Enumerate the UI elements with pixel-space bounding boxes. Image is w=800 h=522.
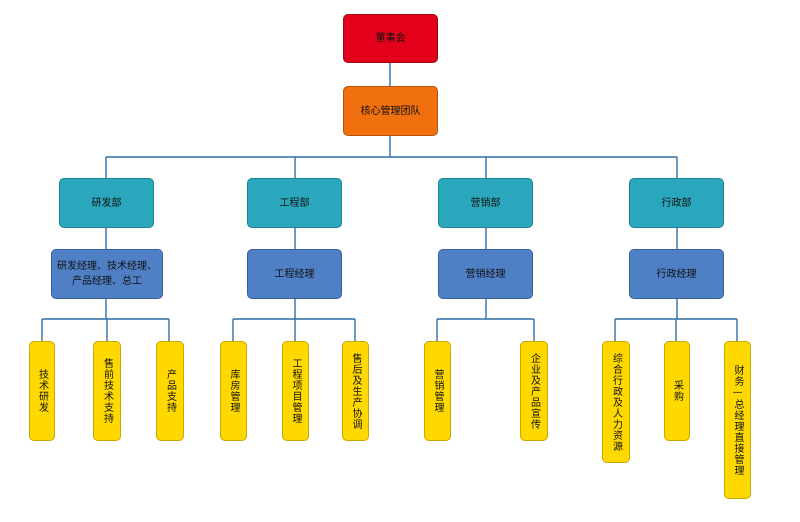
manager-admin-box: 行政经理 <box>629 249 724 299</box>
manager-rnd-label: 研发经理、技术经理、 产品经理、总工 <box>57 261 157 287</box>
unit-product-support-box: 产品支持 <box>156 341 184 441</box>
unit-marketing-mgmt-label: 营销管理 <box>432 369 443 413</box>
unit-general-admin-hr-label: 综合行政及人力资源 <box>610 352 622 452</box>
board-box: 董事会 <box>343 14 438 63</box>
unit-promotion-label: 企业及产品宣传 <box>528 352 540 430</box>
dept-admin-box: 行政部 <box>629 178 724 228</box>
unit-tech-rnd-box: 技术研发 <box>29 341 55 441</box>
unit-aftersales-label: 售后及生产协调 <box>350 352 361 430</box>
unit-finance-box: 财务—总经理直接管理 <box>724 341 751 499</box>
unit-marketing-mgmt-box: 营销管理 <box>424 341 451 441</box>
unit-warehouse-box: 库房管理 <box>220 341 247 441</box>
unit-product-support-label: 产品支持 <box>164 369 176 413</box>
unit-aftersales-box: 售后及生产协调 <box>342 341 369 441</box>
unit-project-mgmt-box: 工程项目管理 <box>282 341 309 441</box>
manager-admin-label: 行政经理 <box>656 268 697 280</box>
unit-finance-label: 财务—总经理直接管理 <box>732 364 743 476</box>
dept-marketing-label: 营销部 <box>470 197 501 209</box>
dept-engineering-label: 工程部 <box>279 197 310 209</box>
unit-procurement-box: 采购 <box>664 341 690 441</box>
dept-marketing-box: 营销部 <box>438 178 533 228</box>
manager-engineering-box: 工程经理 <box>247 249 342 299</box>
core-team-label: 核心管理团队 <box>360 105 421 117</box>
manager-marketing-label: 营销经理 <box>465 268 506 280</box>
manager-engineering-label: 工程经理 <box>274 268 315 280</box>
unit-warehouse-label: 库房管理 <box>228 369 239 413</box>
unit-presales-label: 售前技术支持 <box>101 358 113 424</box>
manager-rnd-box: 研发经理、技术经理、 产品经理、总工 <box>51 249 163 299</box>
unit-presales-box: 售前技术支持 <box>93 341 121 441</box>
dept-rnd-box: 研发部 <box>59 178 154 228</box>
unit-promotion-box: 企业及产品宣传 <box>520 341 548 441</box>
unit-general-admin-hr-box: 综合行政及人力资源 <box>602 341 630 463</box>
dept-engineering-box: 工程部 <box>247 178 342 228</box>
manager-marketing-box: 营销经理 <box>438 249 533 299</box>
board-label: 董事会 <box>375 33 406 44</box>
core-team-box: 核心管理团队 <box>343 86 438 136</box>
dept-rnd-label: 研发部 <box>91 197 122 209</box>
unit-project-mgmt-label: 工程项目管理 <box>290 358 301 424</box>
unit-procurement-label: 采购 <box>671 380 683 402</box>
dept-admin-label: 行政部 <box>661 197 692 209</box>
unit-tech-rnd-label: 技术研发 <box>36 369 48 413</box>
